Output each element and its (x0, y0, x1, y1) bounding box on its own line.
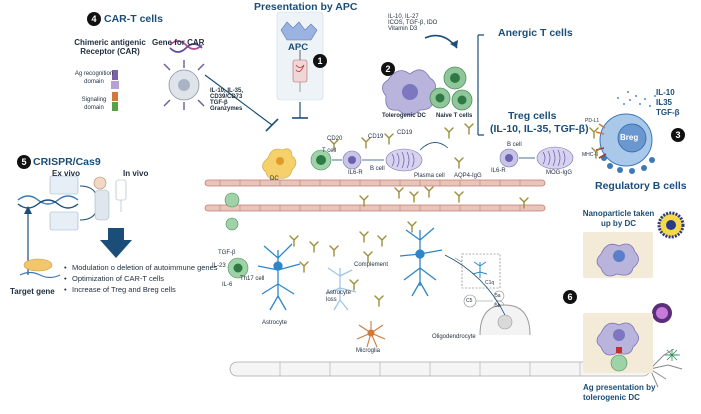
label-tgf-beta: TGF-β (218, 250, 236, 256)
label-il6: IL-6 (222, 282, 233, 288)
breg-cytokine: IL-10 (656, 88, 675, 97)
apc-title: Presentation by APC (254, 1, 358, 13)
tolerogenic-dc-label: Tolerogenic DC (382, 113, 426, 119)
ag-recognition-domain-label: Ag recognition domain (74, 71, 114, 85)
apc-syringe-panel (276, 11, 324, 119)
car-t-cell-illustration (111, 40, 205, 111)
crispr-bullet-list: Modulation o deletion of autoimmune gene… (64, 262, 224, 295)
crispr-bullet: Increase of Treg and Breg cells (64, 284, 224, 295)
label-c5b: 5b (495, 303, 501, 309)
treg-cytokines-label: (IL-10, IL-35, TGF-β) (490, 123, 589, 135)
astrocytes (257, 227, 443, 311)
section-number-nanoparticle: 6 (563, 290, 577, 304)
target-gene-label: Target gene (10, 287, 55, 296)
breg-cytokine: IL35 (656, 98, 673, 107)
label-c1q: C1q (485, 280, 495, 286)
section-number-tolerogenic-dc: 2 (381, 62, 395, 76)
label-astrocyte-loss: Astrocyte loss (326, 290, 352, 303)
dc-antigen-presentation (596, 322, 639, 372)
label-t-cell: T cell (322, 148, 337, 154)
label-b-cell-a: B cell (370, 166, 385, 172)
tolerogenic-cytokine-list: IL-10, IL-27 ICOS, TGF-β, IDO Vitamin D3 (388, 14, 437, 32)
tolerogenic-dc-illustration (382, 34, 484, 136)
in-vivo-label: In vivo (123, 169, 149, 178)
car-t-secreted-list: IL-10, IL-35, CD39/CD73 TGF-β Granzymes (210, 88, 243, 112)
microglia (356, 321, 386, 348)
crispr-bullet: Optimization of CAR-T cells (64, 273, 224, 284)
cytokine-item: IL-10, IL-27 (388, 14, 419, 20)
label-mog-igg: MOG-IgG (546, 170, 573, 176)
label-c5: C5 (466, 298, 473, 304)
anergic-t-cells-label: Anergic T cells (498, 27, 573, 39)
breg-cell-label: Breg (620, 133, 639, 142)
crispr-bullet: Modulation o deletion of autoimmune gene… (64, 262, 224, 273)
blood-vessel-walls (204, 179, 546, 212)
label-th17-cell: Th17 cell (240, 276, 265, 282)
cytokine-item: Vitamin D3 (388, 26, 418, 32)
nanoparticle-top-label: Nanoparticle taken up by DC (582, 209, 655, 228)
label-c5a: 5a (495, 293, 501, 299)
label-cd20: CD20 (327, 136, 343, 142)
section-number-car-t: 4 (87, 12, 101, 26)
label-cd19-b: CD19 (397, 130, 413, 136)
breg-cytokine: TGF-β (656, 108, 680, 117)
gene-for-car-label: Gene for CAR (152, 38, 205, 47)
crispr-illustration (17, 175, 132, 279)
car-t-title: CAR-T cells (104, 13, 163, 25)
secreted-item: Granzymes (210, 106, 243, 112)
cytokine-item: ICOS, TGF-β, IDO (388, 20, 438, 26)
antibodies (289, 123, 601, 307)
signaling-domain-label: Signaling domain (81, 97, 107, 111)
label-il6r-b: IL6-R (491, 168, 506, 174)
breg-marker-mhc2: MHC-II (582, 152, 598, 158)
dc-with-nanoparticle (596, 243, 639, 277)
label-complement: Complement (354, 262, 389, 268)
section-number-breg: 3 (671, 128, 685, 142)
naive-t-cells-label: Naive T cells (436, 113, 473, 119)
crispr-title: CRISPR/Cas9 (33, 156, 101, 168)
label-b-cell-b: B cell (507, 142, 522, 148)
regulatory-b-cells-title: Regulatory B cells (595, 180, 687, 192)
breg-marker-pdl1: PD-L1 (585, 118, 600, 124)
car-t-inhibition-line (204, 74, 279, 132)
label-plasma-cell: Plasma cell (414, 173, 445, 179)
label-aqp4-igg: AQP4-IgG (454, 173, 482, 179)
apc-label: APC (288, 42, 309, 53)
label-il23: IL-23 (212, 263, 226, 269)
ex-vivo-label: Ex vivo (52, 169, 81, 178)
label-microglia: Microglia (356, 348, 381, 354)
car-label: Chimeric antigenic Receptor (CAR) (74, 38, 146, 56)
label-oligodendrocyte: Oligodendrocyte (432, 334, 476, 340)
label-il6r-a: IL6-R (348, 170, 363, 176)
section-number-apc: 1 (313, 54, 327, 68)
breg-cytokine-list: IL-10 IL35 TGF-β (656, 88, 680, 118)
label-astrocyte: Astrocyte (262, 320, 288, 326)
nanoparticle-bottom-label: Ag presentation by tolerogenic DC (583, 383, 656, 402)
breg-cell-illustration (595, 91, 661, 174)
label-dc: DC (270, 176, 279, 182)
nanoparticle-dc-panel-bottom (583, 313, 653, 373)
nanoparticle-illustration (652, 211, 685, 361)
astrocyte-loss (325, 267, 357, 311)
secreted-item: IL-10, IL-35, (210, 88, 244, 94)
label-cd19-a: CD19 (368, 134, 384, 140)
nanoparticle-dc-panel-top (583, 232, 653, 278)
secreted-item: CD39/CD73 (210, 94, 243, 100)
immune-cells (224, 142, 574, 279)
treg-cells-label: Treg cells (508, 110, 557, 122)
secreted-item: TGF-β (210, 100, 228, 106)
section-number-crispr: 5 (17, 155, 31, 169)
